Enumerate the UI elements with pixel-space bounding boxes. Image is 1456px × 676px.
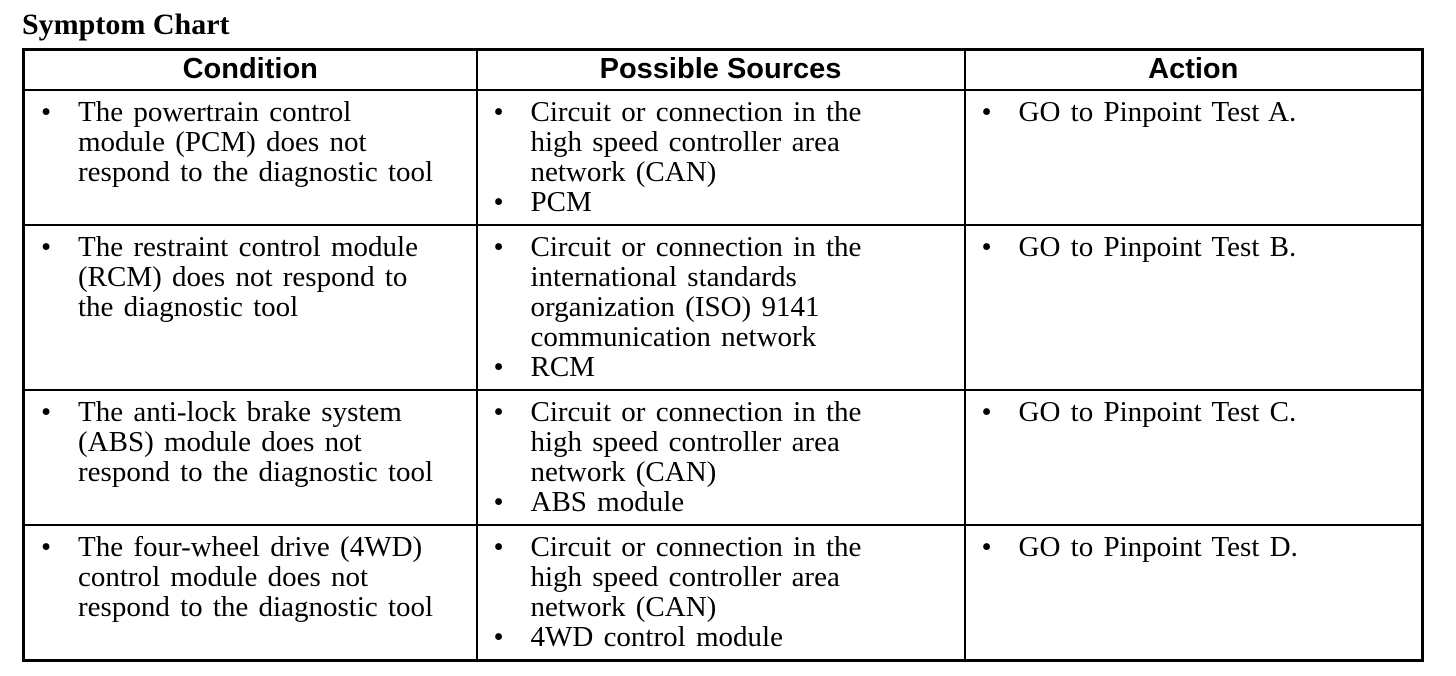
table-row: • The powertrain control module (PCM) do…: [22, 89, 1424, 226]
condition-cell: • The restraint control module (RCM) doe…: [22, 224, 478, 391]
bullet-icon: •: [493, 231, 504, 263]
condition-text: The powertrain control module (PCM) does…: [78, 96, 434, 188]
bullet-icon: •: [981, 531, 992, 563]
source-text: Circuit or connection in the internation…: [530, 231, 862, 353]
bullet-icon: •: [981, 96, 992, 128]
action-text: GO to Pinpoint Test D.: [1018, 531, 1298, 563]
source-text: 4WD control module: [530, 621, 783, 653]
source-text: RCM: [530, 351, 595, 383]
bullet-icon: •: [493, 621, 504, 653]
list-item: • The restraint control module (RCM) doe…: [41, 232, 470, 322]
bullet-icon: •: [493, 396, 504, 428]
list-item: • The anti-lock brake system (ABS) modul…: [41, 397, 470, 487]
condition-text: The restraint control module (RCM) does …: [78, 231, 418, 323]
header-row: Condition Possible Sources Action: [22, 48, 1424, 91]
condition-text: The four-wheel drive (4WD) control modul…: [78, 531, 434, 623]
bullet-icon: •: [41, 531, 52, 563]
bullet-icon: •: [493, 186, 504, 218]
symptom-chart-table: Condition Possible Sources Action • The …: [22, 48, 1424, 662]
list-item: • ABS module: [494, 487, 958, 517]
page-title: Symptom Chart: [22, 8, 230, 41]
list-item: • GO to Pinpoint Test A.: [982, 97, 1416, 127]
bullet-icon: •: [493, 531, 504, 563]
list-item: • GO to Pinpoint Test B.: [982, 232, 1416, 262]
bullet-icon: •: [493, 96, 504, 128]
action-text: GO to Pinpoint Test B.: [1018, 231, 1297, 263]
possible-sources-cell: • Circuit or connection in the high spee…: [475, 89, 966, 226]
list-item: • 4WD control module: [494, 622, 958, 652]
list-item: • PCM: [494, 187, 958, 217]
table-row: • The restraint control module (RCM) doe…: [22, 224, 1424, 391]
bullet-icon: •: [493, 486, 504, 518]
condition-cell: • The anti-lock brake system (ABS) modul…: [22, 389, 478, 526]
condition-cell: • The powertrain control module (PCM) do…: [22, 89, 478, 226]
bullet-icon: •: [41, 231, 52, 263]
list-item: • Circuit or connection in the high spee…: [494, 397, 958, 487]
bullet-icon: •: [41, 396, 52, 428]
possible-sources-cell: • Circuit or connection in the high spee…: [475, 389, 966, 526]
action-cell: • GO to Pinpoint Test C.: [963, 389, 1424, 526]
column-header-action: Action: [963, 48, 1424, 91]
list-item: • Circuit or connection in the high spee…: [494, 532, 958, 622]
action-cell: • GO to Pinpoint Test B.: [963, 224, 1424, 391]
table-row: • The anti-lock brake system (ABS) modul…: [22, 389, 1424, 526]
source-text: PCM: [530, 186, 592, 218]
action-cell: • GO to Pinpoint Test D.: [963, 524, 1424, 662]
source-text: ABS module: [530, 486, 685, 518]
column-header-condition: Condition: [22, 48, 478, 91]
action-text: GO to Pinpoint Test C.: [1018, 396, 1297, 428]
possible-sources-cell: • Circuit or connection in the high spee…: [475, 524, 966, 662]
list-item: • GO to Pinpoint Test C.: [982, 397, 1416, 427]
list-item: • Circuit or connection in the high spee…: [494, 97, 958, 187]
action-text: GO to Pinpoint Test A.: [1018, 96, 1297, 128]
list-item: • The four-wheel drive (4WD) control mod…: [41, 532, 470, 622]
list-item: • The powertrain control module (PCM) do…: [41, 97, 470, 187]
list-item: • Circuit or connection in the internati…: [494, 232, 958, 352]
list-item: • GO to Pinpoint Test D.: [982, 532, 1416, 562]
list-item: • RCM: [494, 352, 958, 382]
table-row: • The four-wheel drive (4WD) control mod…: [22, 524, 1424, 662]
source-text: Circuit or connection in the high speed …: [530, 396, 862, 488]
possible-sources-cell: • Circuit or connection in the internati…: [475, 224, 966, 391]
action-cell: • GO to Pinpoint Test A.: [963, 89, 1424, 226]
bullet-icon: •: [493, 351, 504, 383]
source-text: Circuit or connection in the high speed …: [530, 96, 862, 188]
condition-text: The anti-lock brake system (ABS) module …: [78, 396, 434, 488]
condition-cell: • The four-wheel drive (4WD) control mod…: [22, 524, 478, 662]
source-text: Circuit or connection in the high speed …: [530, 531, 862, 623]
document-page: Symptom Chart Condition Possible Sources…: [22, 8, 1424, 662]
bullet-icon: •: [981, 396, 992, 428]
bullet-icon: •: [41, 96, 52, 128]
bullet-icon: •: [981, 231, 992, 263]
column-header-possible-sources: Possible Sources: [475, 48, 966, 91]
